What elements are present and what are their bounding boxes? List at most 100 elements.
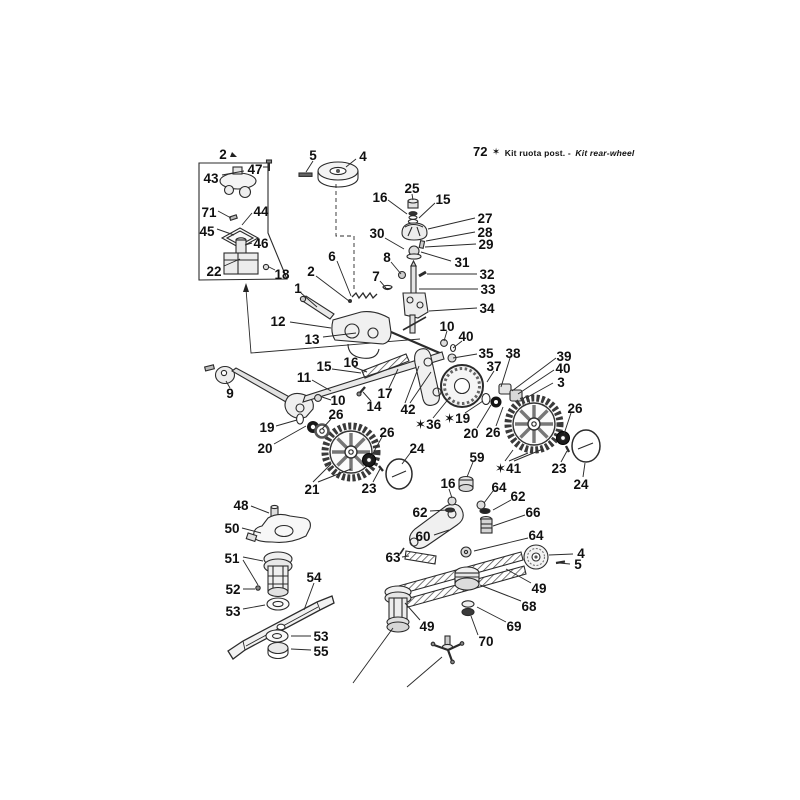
part-label: 13 bbox=[304, 332, 320, 347]
part-label: 38 bbox=[505, 346, 521, 361]
vertical-shaft-assembly bbox=[348, 259, 429, 334]
part-label: 25 bbox=[404, 181, 420, 196]
kit-title-italian: Kit ruota post. - bbox=[504, 148, 571, 158]
part-label: 70 bbox=[478, 634, 493, 649]
part-label: 45 bbox=[199, 224, 215, 239]
part-label: 27 bbox=[477, 211, 492, 226]
part-label: 60 bbox=[415, 529, 430, 544]
part-label: 54 bbox=[306, 570, 322, 585]
part-label: 40 bbox=[555, 361, 570, 376]
part-label: 71 bbox=[201, 205, 217, 220]
right-wheel bbox=[508, 398, 601, 463]
part-label: 20 bbox=[257, 441, 272, 456]
part-label: 21 bbox=[304, 482, 320, 497]
part-label: 44 bbox=[253, 204, 269, 219]
part-label: ✶36 bbox=[415, 417, 442, 432]
part-label: 18 bbox=[274, 267, 290, 282]
part-label: 37 bbox=[486, 359, 501, 374]
part-label: 49 bbox=[419, 619, 434, 634]
part-label: 63 bbox=[385, 550, 401, 565]
part-label: 64 bbox=[491, 480, 507, 495]
part-label: 49 bbox=[531, 581, 546, 596]
part-label: 59 bbox=[469, 450, 484, 465]
kit-title-english: Kit rear-wheel bbox=[575, 148, 635, 158]
kit-header: 72 ✶ Kit ruota post. - Kit rear-wheel bbox=[473, 143, 634, 161]
part-label: 23 bbox=[551, 461, 567, 476]
part-label: 46 bbox=[253, 236, 269, 251]
left-wheel bbox=[314, 425, 413, 490]
part-label: 2 bbox=[219, 147, 227, 162]
diagram-artwork bbox=[198, 152, 601, 688]
part-label: 16 bbox=[440, 476, 456, 491]
part-label: 31 bbox=[454, 255, 470, 270]
part-label: 1 bbox=[294, 281, 302, 296]
part-label: 68 bbox=[521, 599, 537, 614]
part-label: 16 bbox=[343, 355, 359, 370]
part-label: 10 bbox=[330, 393, 345, 408]
part-label: 11 bbox=[297, 370, 312, 385]
gearbox-assembly bbox=[299, 295, 443, 359]
part-label: 64 bbox=[528, 528, 544, 543]
right-hub-assembly bbox=[414, 339, 530, 408]
part-label: 2 bbox=[307, 264, 315, 279]
part-label: 20 bbox=[463, 426, 478, 441]
part-label: 55 bbox=[313, 644, 329, 659]
top-pulley bbox=[298, 161, 359, 188]
part-label: 29 bbox=[478, 237, 493, 252]
part-label: 51 bbox=[224, 551, 240, 566]
part-label: 69 bbox=[506, 619, 521, 634]
part-labels: 2 47 43 71 44 45 46 22 18 5 4 25 16 15 2… bbox=[199, 147, 589, 659]
part-label: 52 bbox=[225, 582, 240, 597]
part-label: 5 bbox=[309, 148, 317, 163]
part-label: 8 bbox=[383, 250, 391, 265]
part-label: 23 bbox=[361, 481, 377, 496]
part-label: 39 bbox=[556, 349, 571, 364]
part-label: 42 bbox=[400, 402, 415, 417]
part-label: 17 bbox=[377, 386, 392, 401]
part-label: 4 bbox=[577, 546, 585, 561]
part-label: 48 bbox=[233, 498, 249, 513]
part-label: 19 bbox=[259, 420, 274, 435]
blade-spindle-assembly bbox=[245, 504, 311, 611]
belt-and-pulleys bbox=[384, 544, 566, 665]
part-label: 47 bbox=[247, 162, 262, 177]
part-label: 26 bbox=[328, 407, 344, 422]
part-label: 50 bbox=[224, 521, 239, 536]
part-label: 9 bbox=[226, 386, 234, 401]
part-label: 62 bbox=[510, 489, 525, 504]
part-label: 24 bbox=[573, 477, 589, 492]
axle-assembly bbox=[203, 351, 445, 433]
part-label: 14 bbox=[366, 399, 382, 414]
part-label: 26 bbox=[567, 401, 583, 416]
part-label: 26 bbox=[379, 425, 395, 440]
part-label: 35 bbox=[478, 346, 494, 361]
part-label: 66 bbox=[525, 505, 541, 520]
part-label: ✶19 bbox=[444, 411, 470, 426]
part-label: 43 bbox=[203, 171, 219, 186]
part-label: 53 bbox=[313, 629, 329, 644]
part-label: 24 bbox=[409, 441, 425, 456]
part-label: 40 bbox=[458, 329, 473, 344]
part-label: 33 bbox=[480, 282, 496, 297]
part-label: 22 bbox=[206, 264, 221, 279]
part-label: 5 bbox=[574, 557, 582, 572]
part-label: 10 bbox=[439, 319, 454, 334]
governor-assembly bbox=[401, 198, 428, 260]
inset-detail-box bbox=[198, 152, 288, 281]
part-label: 32 bbox=[479, 267, 494, 282]
blade bbox=[227, 595, 335, 660]
part-label: 16 bbox=[372, 190, 388, 205]
leader-lines bbox=[216, 158, 586, 688]
part-label: 12 bbox=[270, 314, 285, 329]
part-label: 53 bbox=[225, 604, 241, 619]
part-label: ✶41 bbox=[495, 461, 522, 476]
part-label: 28 bbox=[477, 225, 493, 240]
part-label: 15 bbox=[435, 192, 451, 207]
part-label: 30 bbox=[369, 226, 384, 241]
part-label: 62 bbox=[412, 505, 427, 520]
part-label: 4 bbox=[359, 149, 367, 164]
kit-star-icon: ✶ bbox=[491, 147, 501, 158]
part-label: 34 bbox=[479, 301, 495, 316]
